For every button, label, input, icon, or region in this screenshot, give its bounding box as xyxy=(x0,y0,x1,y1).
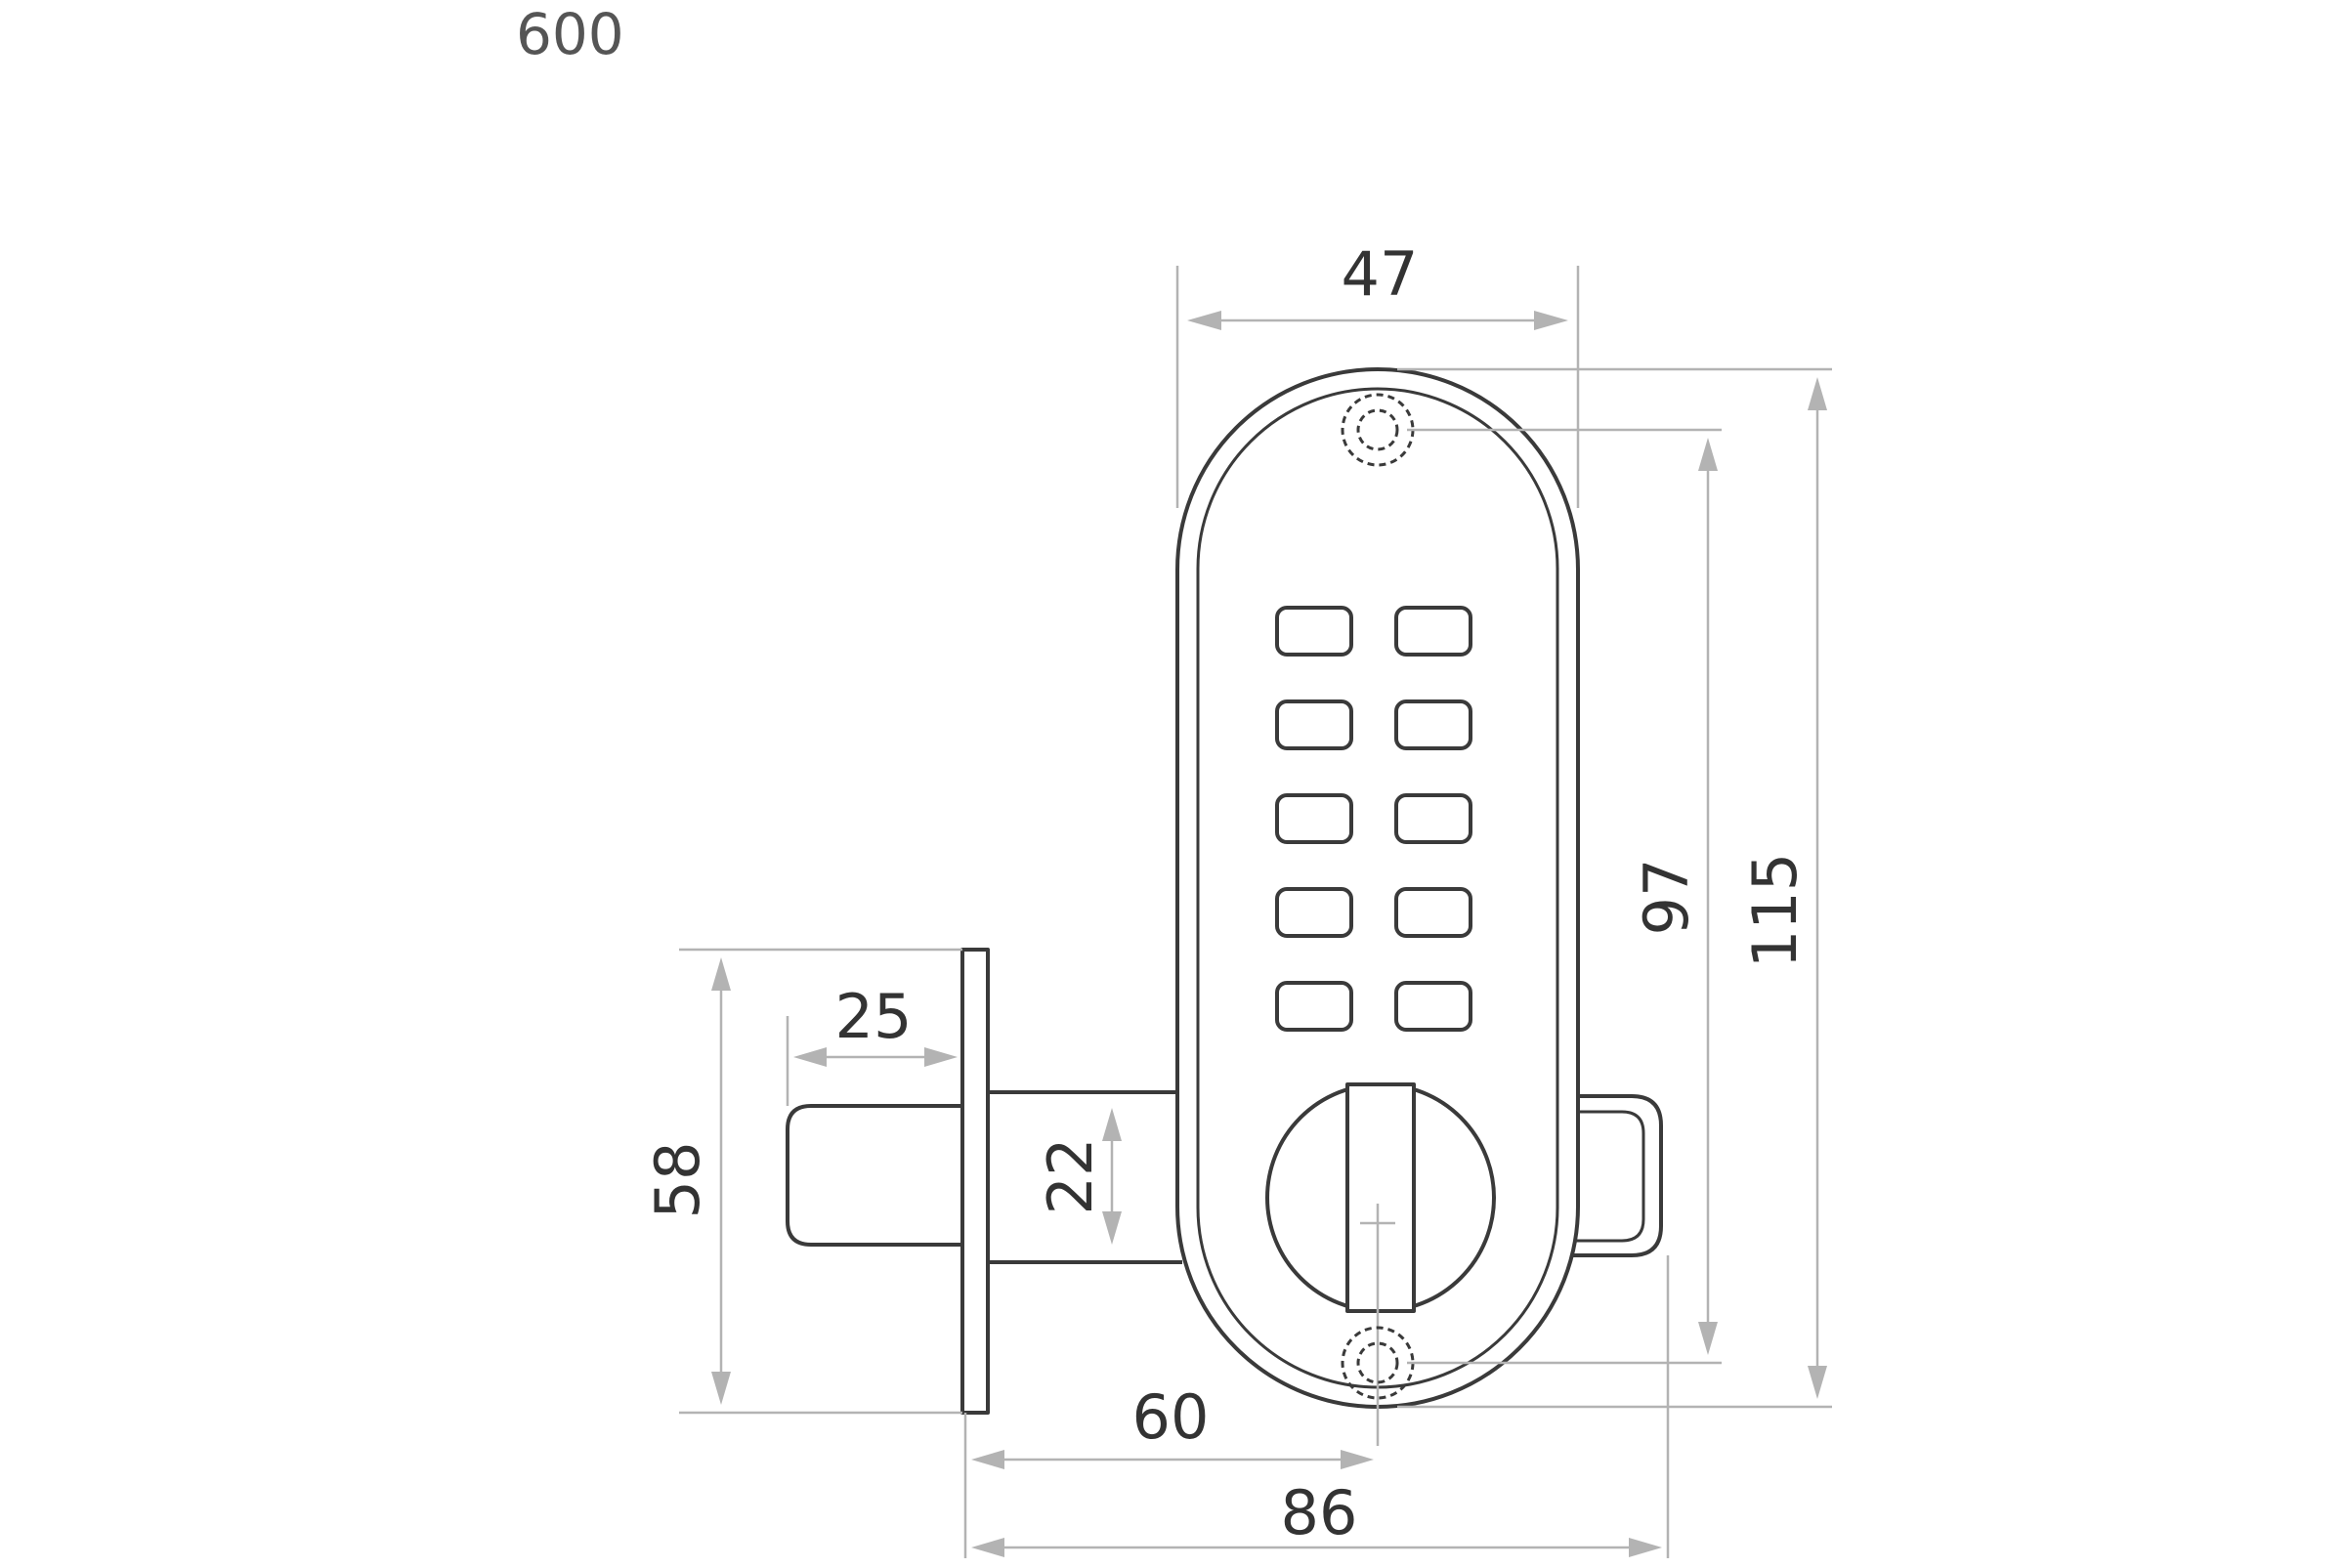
latch-assembly xyxy=(786,948,1663,1415)
keypad-button xyxy=(1394,981,1472,1032)
keypad-button xyxy=(1275,699,1353,750)
dim-label-overall-depth: 86 xyxy=(1281,1477,1358,1548)
bottom-screw-inner xyxy=(1356,1341,1399,1384)
keypad-button xyxy=(1394,606,1472,657)
thumb-turn-grip xyxy=(1345,1082,1416,1313)
dim-label-screw-spacing: 97 xyxy=(1631,859,1702,936)
mounting-plate xyxy=(960,948,990,1415)
keypad-button xyxy=(1275,606,1353,657)
keypad-button xyxy=(1394,887,1472,938)
dim-label-rose-height: 58 xyxy=(642,1142,713,1219)
top-screw-inner xyxy=(1356,408,1399,451)
dimension-faceplate-width: 47 xyxy=(1175,238,1580,508)
dim-label-total-height: 115 xyxy=(1739,853,1811,968)
rear-cam-outer xyxy=(1573,1094,1663,1257)
keypad-button xyxy=(1394,793,1472,844)
dim-label-backset: 60 xyxy=(1132,1381,1210,1453)
dimension-overall-depth: 86 xyxy=(971,1255,1670,1558)
dimension-rose-height: 58 xyxy=(642,948,962,1415)
dimension-total-height: 115 xyxy=(1397,367,1832,1409)
dim-label-spindle-height: 22 xyxy=(1035,1138,1106,1215)
keypad-button xyxy=(1394,699,1472,750)
rear-cam-inner xyxy=(1573,1110,1645,1243)
dimension-latch-length: 25 xyxy=(786,981,958,1106)
latch-bolt xyxy=(786,1104,962,1247)
corner-label: 600 xyxy=(516,1,624,67)
keypad-button xyxy=(1275,887,1353,938)
thumb-turn xyxy=(1265,1082,1496,1446)
keypad-button xyxy=(1275,981,1353,1032)
dim-label-faceplate-width: 47 xyxy=(1342,238,1419,310)
dimension-screw-spacing: 97 xyxy=(1407,428,1722,1365)
keypad-button xyxy=(1275,793,1353,844)
dimension-backset: 60 xyxy=(963,1381,1374,1558)
spindle-housing xyxy=(988,1090,1182,1264)
dimension-spindle-height: 22 xyxy=(1035,1108,1122,1245)
keypad-buttons xyxy=(1275,606,1472,1032)
dim-label-latch-length: 25 xyxy=(835,981,913,1052)
